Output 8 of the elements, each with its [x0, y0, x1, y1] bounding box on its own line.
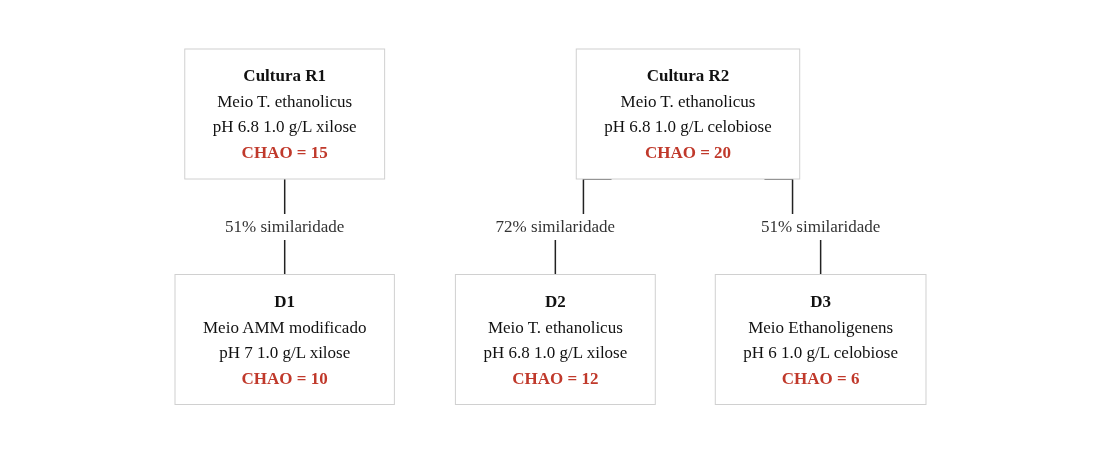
edge-label: 72% similaridade: [495, 217, 616, 237]
node-box: Cultura R1 Meio T. ethanolicus pH 6.8 1.0 g/L xilose CHAO = 15: [184, 48, 386, 180]
node-box: D2 Meio T. ethanolicus pH 6.8 1.0 g/L xilose CHAO = 12: [454, 274, 656, 406]
edge-label: 51% similaridade: [224, 217, 345, 237]
node-box: D1 Meio AMM modificado pH 7 1.0 g/L xilose CHAO = 10: [174, 274, 395, 406]
node-box: Cultura R2 Meio T. ethanolicus pH 6.8 1.0 g/L celobiose CHAO = 20: [575, 48, 801, 180]
node-box: D3 Meio Ethanoligenens pH 6 1.0 g/L celobiose CHAO = 6: [714, 274, 927, 406]
edge-label: 51% similaridade: [760, 217, 881, 237]
